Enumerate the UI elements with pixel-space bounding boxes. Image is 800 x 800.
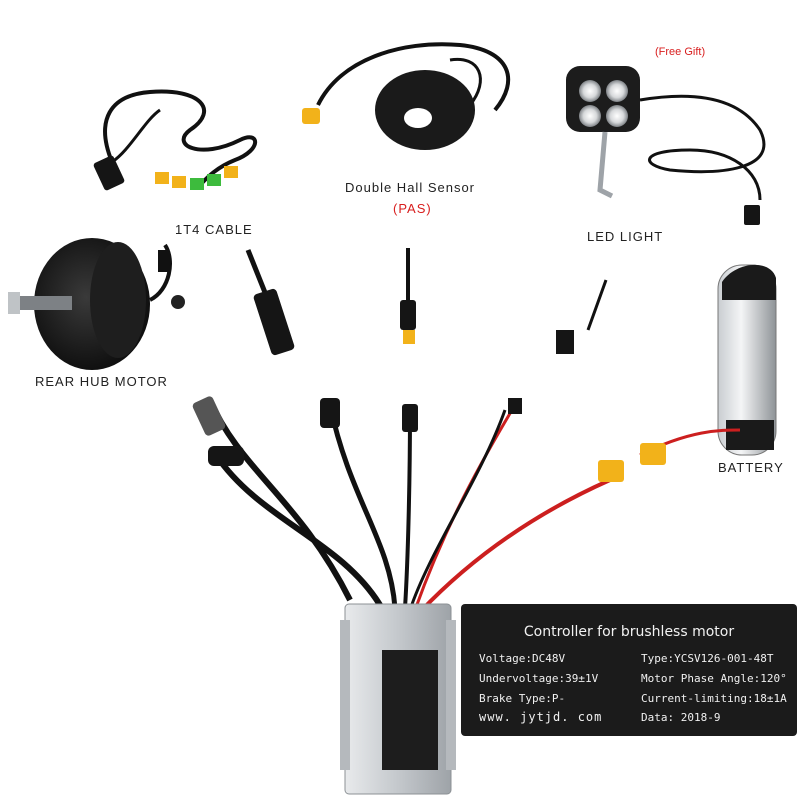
label-battery: BATTERY [718,460,784,475]
hub-motor-image [8,238,185,370]
spec-undervoltage: Undervoltage:39±1V [479,672,599,685]
connector-cable-image [245,249,295,356]
controller-wires [192,396,741,614]
label-hub-motor: REAR HUB MOTOR [35,374,168,389]
spec-type: Type:YCSV126-001-48T [641,652,774,665]
battery-image [717,264,777,456]
label-free-gift: (Free Gift) [655,46,706,58]
spec-date: Data: 2018-9 [641,711,721,724]
label-pas-abbrev: (PAS) [393,201,432,216]
spec-phase-angle: Motor Phase Angle:120° [641,672,787,685]
spec-title: Controller for brushless motor [523,624,735,640]
spec-voltage: Voltage:DC48V [479,652,566,665]
spec-website: www. jytjd. com [479,710,603,724]
label-1t4-cable: 1T4 CABLE [175,222,253,237]
spec-brake-type: Brake Type:P- [479,692,566,705]
led-light-image [566,66,766,225]
controller-image [340,603,456,795]
spec-current-limiting: Current-limiting:18±1A [641,692,787,705]
label-pas-sensor: Double Hall Sensor [345,180,476,195]
cable-1t4-image [93,89,258,191]
controller-spec-panel: Controller for brushless motor Voltage:D… [461,604,797,736]
connector-pas-image [400,248,416,344]
label-led-light: LED LIGHT [587,229,664,244]
connector-light-image [556,279,608,354]
pas-sensor-image [302,42,511,150]
